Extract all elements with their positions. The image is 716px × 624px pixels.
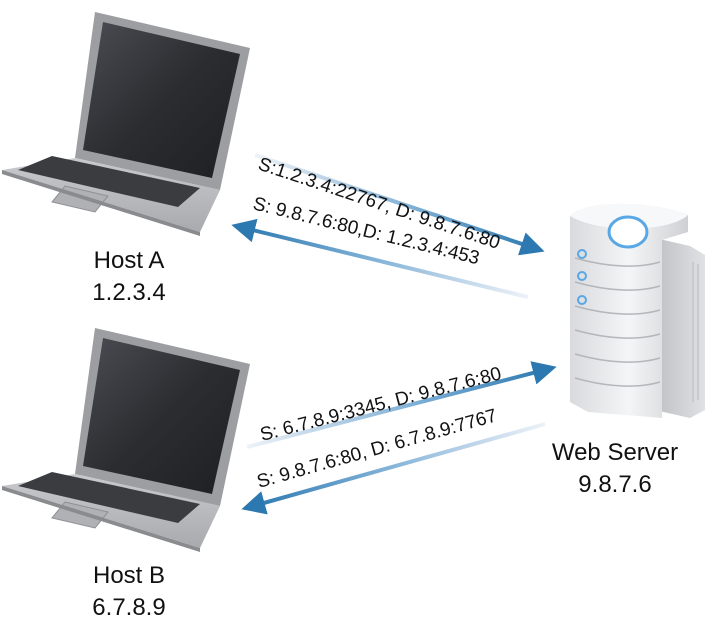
server-bays (574, 257, 661, 387)
server-vents (692, 262, 699, 402)
flow-arrow-server-to-a (231, 218, 529, 299)
host-a-label: Host A 1.2.3.4 (29, 245, 229, 309)
web-server-label: Web Server 9.8.7.6 (530, 437, 700, 501)
host-b-label: Host B 6.7.8.9 (29, 560, 229, 624)
host-b-laptop-icon[interactable] (2, 328, 250, 552)
host-b-laptop-edge (2, 486, 200, 552)
host-a-ip: 1.2.3.4 (92, 279, 166, 306)
server-status-light-3-icon (577, 295, 587, 305)
host-a-laptop-keyboard (18, 156, 200, 207)
server-status-light-1-icon (577, 249, 587, 259)
web-server-icon[interactable] (570, 203, 705, 418)
host-b-laptop-screen (83, 338, 240, 494)
web-server-ip: 9.8.7.6 (578, 471, 652, 498)
host-a-name: Host A (93, 247, 165, 274)
server-status-light-2-icon (577, 271, 587, 281)
web-server-name: Web Server (551, 439, 679, 466)
server-body (570, 203, 688, 418)
host-b-laptop-keyboard (18, 472, 200, 523)
host-a-laptop-screen (83, 22, 240, 178)
host-b-name: Host B (92, 562, 166, 589)
host-a-laptop-icon[interactable] (2, 12, 250, 236)
host-a-laptop-edge (2, 170, 200, 236)
flow-arrow-server-to-b (241, 422, 546, 515)
flow-arrow-a-to-server (254, 153, 545, 256)
host-b-ip: 6.7.8.9 (92, 594, 166, 621)
flow-arrow-b-to-server (246, 361, 557, 449)
server-top-ring-icon (607, 215, 649, 249)
